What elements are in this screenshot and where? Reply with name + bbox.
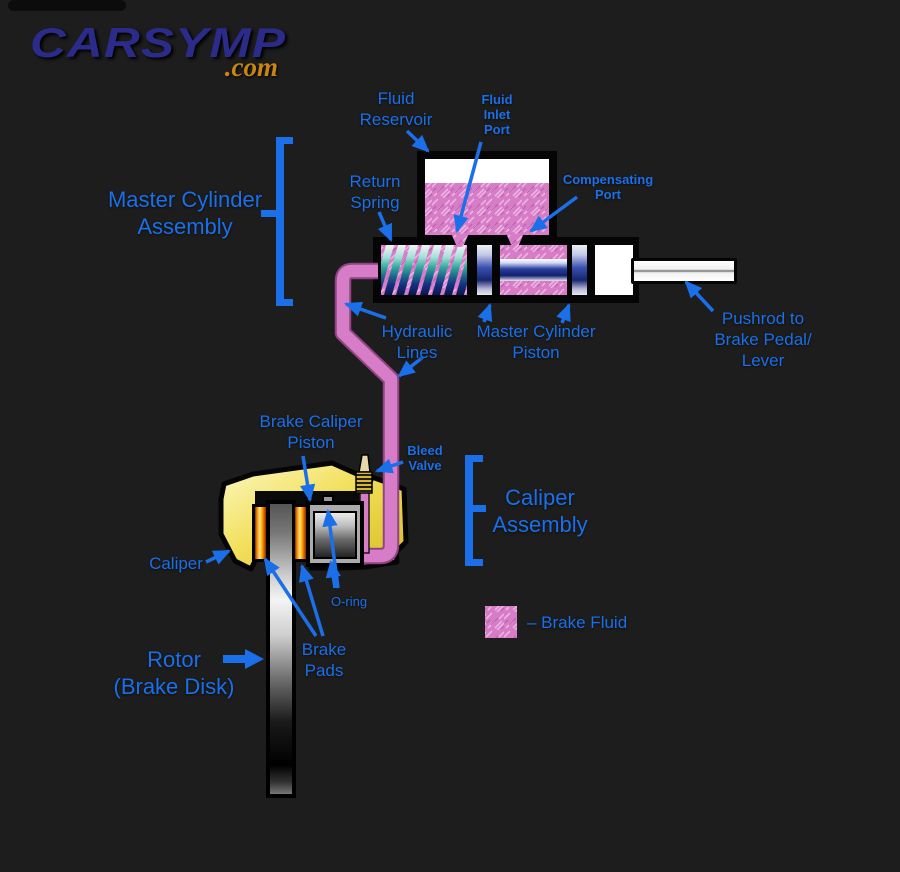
- caliper-arrow: [205, 549, 231, 565]
- brake-caliper-piston-arrow: [299, 455, 316, 503]
- hydraulic-lines-arrow-2: [397, 355, 425, 378]
- label-master-cylinder-piston: Master Cylinder Piston: [476, 322, 596, 362]
- brake-pads-arrow-2: [299, 563, 325, 637]
- bleed-valve-graphic: [355, 454, 373, 494]
- rotor-arrow: [223, 649, 264, 669]
- label-o-ring: O-ring: [330, 594, 368, 609]
- label-pushrod: Pushrod to Brake Pedal/ Lever: [714, 309, 812, 370]
- label-fluid-reservoir: Fluid Reservoir: [359, 89, 433, 129]
- label-legend-brake-fluid: – Brake Fluid: [527, 613, 628, 632]
- master-cylinder-assembly-graphic: [373, 151, 737, 303]
- mc-piston-arrow-1: [477, 303, 493, 323]
- fluid-reservoir-arrow: [405, 129, 430, 153]
- caliper-assembly-bracket: [465, 455, 486, 566]
- label-caliper-assembly: Caliper Assembly: [492, 485, 588, 537]
- brake-pads-arrow-1: [263, 557, 318, 637]
- callout-arrows: [205, 129, 715, 637]
- top-divider-bar: [8, 0, 126, 11]
- master-cylinder-body-graphic: [373, 233, 639, 303]
- fluid-inlet-port-graphic: [451, 233, 469, 247]
- bleed-valve-arrow: [375, 458, 404, 474]
- logo-carsymp: CARSYMP: [30, 19, 287, 66]
- compensating-port-arrow: [529, 195, 579, 233]
- brake-pad-right-graphic: [292, 504, 309, 562]
- return-spring-graphic: [381, 245, 467, 295]
- brake-fluid-swatch: [485, 606, 517, 638]
- logo-com-suffix: .com: [224, 52, 278, 82]
- label-brake-caliper-piston: Brake Caliper Piston: [259, 412, 363, 452]
- rotor-graphic: [266, 500, 296, 798]
- master-cylinder-assembly-bracket: [261, 137, 293, 306]
- compensating-port-graphic: [506, 233, 524, 247]
- hydraulic-lines-arrow-1: [344, 301, 387, 320]
- label-caliper: Caliper: [149, 554, 203, 573]
- label-compensating-port: Compensating Port: [562, 172, 654, 202]
- brake-pad-left-graphic: [252, 504, 269, 562]
- o-ring-arrow-2: [325, 559, 341, 589]
- label-rotor: Rotor (Brake Disk): [113, 647, 235, 699]
- pushrod-arrow: [684, 280, 715, 313]
- pushrod-graphic: [631, 258, 737, 284]
- label-return-spring: Return Spring: [349, 172, 401, 212]
- mc-piston-arrow-2: [556, 303, 571, 324]
- master-cylinder-piston-graphic: [477, 245, 633, 295]
- label-bleed-valve: Bleed Valve: [407, 443, 443, 473]
- return-spring-arrow: [377, 211, 393, 242]
- label-master-cylinder-assembly: Master Cylinder Assembly: [107, 187, 263, 239]
- label-hydraulic-lines: Hydraulic Lines: [381, 322, 453, 362]
- fluid-inlet-port-arrow: [453, 141, 483, 234]
- label-brake-pads: Brake Pads: [301, 640, 347, 680]
- label-fluid-inlet-port: Fluid Inlet Port: [481, 92, 513, 137]
